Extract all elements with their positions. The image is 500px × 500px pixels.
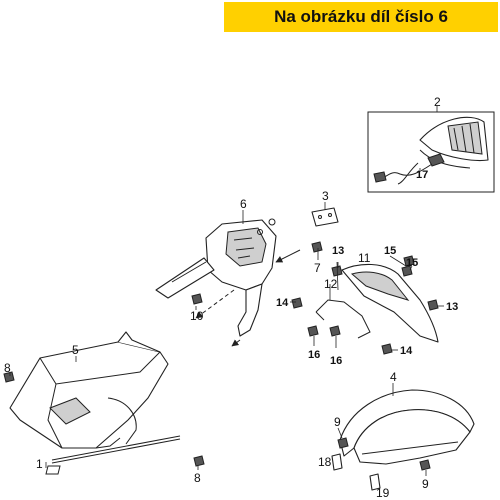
callout-8-bottom: 8 [194, 471, 201, 485]
callout-13-b: 13 [446, 301, 458, 313]
part-6-rear-bracket [155, 218, 277, 337]
part-4-rear-fender [339, 389, 475, 465]
inset-taillight-box [367, 111, 495, 193]
callout-18: 18 [318, 455, 332, 469]
callout-1: 1 [36, 457, 43, 471]
part-5-under-tray [9, 331, 169, 449]
callout-11: 11 [358, 251, 371, 265]
leader-lines [9, 168, 444, 476]
callout-15-a: 15 [384, 245, 396, 257]
part-3-plate [311, 207, 339, 227]
callout-9-top: 9 [334, 415, 341, 429]
callout-16-b: 16 [330, 355, 342, 367]
callout-14-a: 14 [276, 297, 289, 309]
fasteners [3, 241, 439, 491]
callout-12: 12 [324, 277, 338, 291]
callout-2: 2 [434, 95, 441, 109]
callout-5: 5 [72, 343, 79, 357]
part-1-rod [45, 435, 181, 475]
callout-3: 3 [322, 189, 329, 203]
callout-14-b: 14 [400, 345, 413, 357]
callout-15-b: 15 [406, 257, 418, 269]
callout-labels: 2 17 3 6 13 11 15 15 7 12 14 13 10 14 16… [4, 95, 458, 500]
callout-16-a: 16 [308, 349, 320, 361]
callout-13-a: 13 [332, 245, 344, 257]
callout-7: 7 [314, 261, 321, 275]
callout-19: 19 [376, 486, 390, 500]
callout-6: 6 [240, 197, 247, 211]
callout-9-bottom: 9 [422, 477, 429, 491]
callout-4: 4 [390, 370, 397, 384]
part-11-side-cover [341, 263, 439, 343]
part-12-u-bracket [315, 299, 371, 339]
callout-17: 17 [416, 169, 428, 181]
callout-8-left: 8 [4, 361, 11, 375]
callout-10: 10 [190, 309, 204, 323]
part-number-banner: Na obrázku díl číslo 6 [224, 2, 498, 32]
